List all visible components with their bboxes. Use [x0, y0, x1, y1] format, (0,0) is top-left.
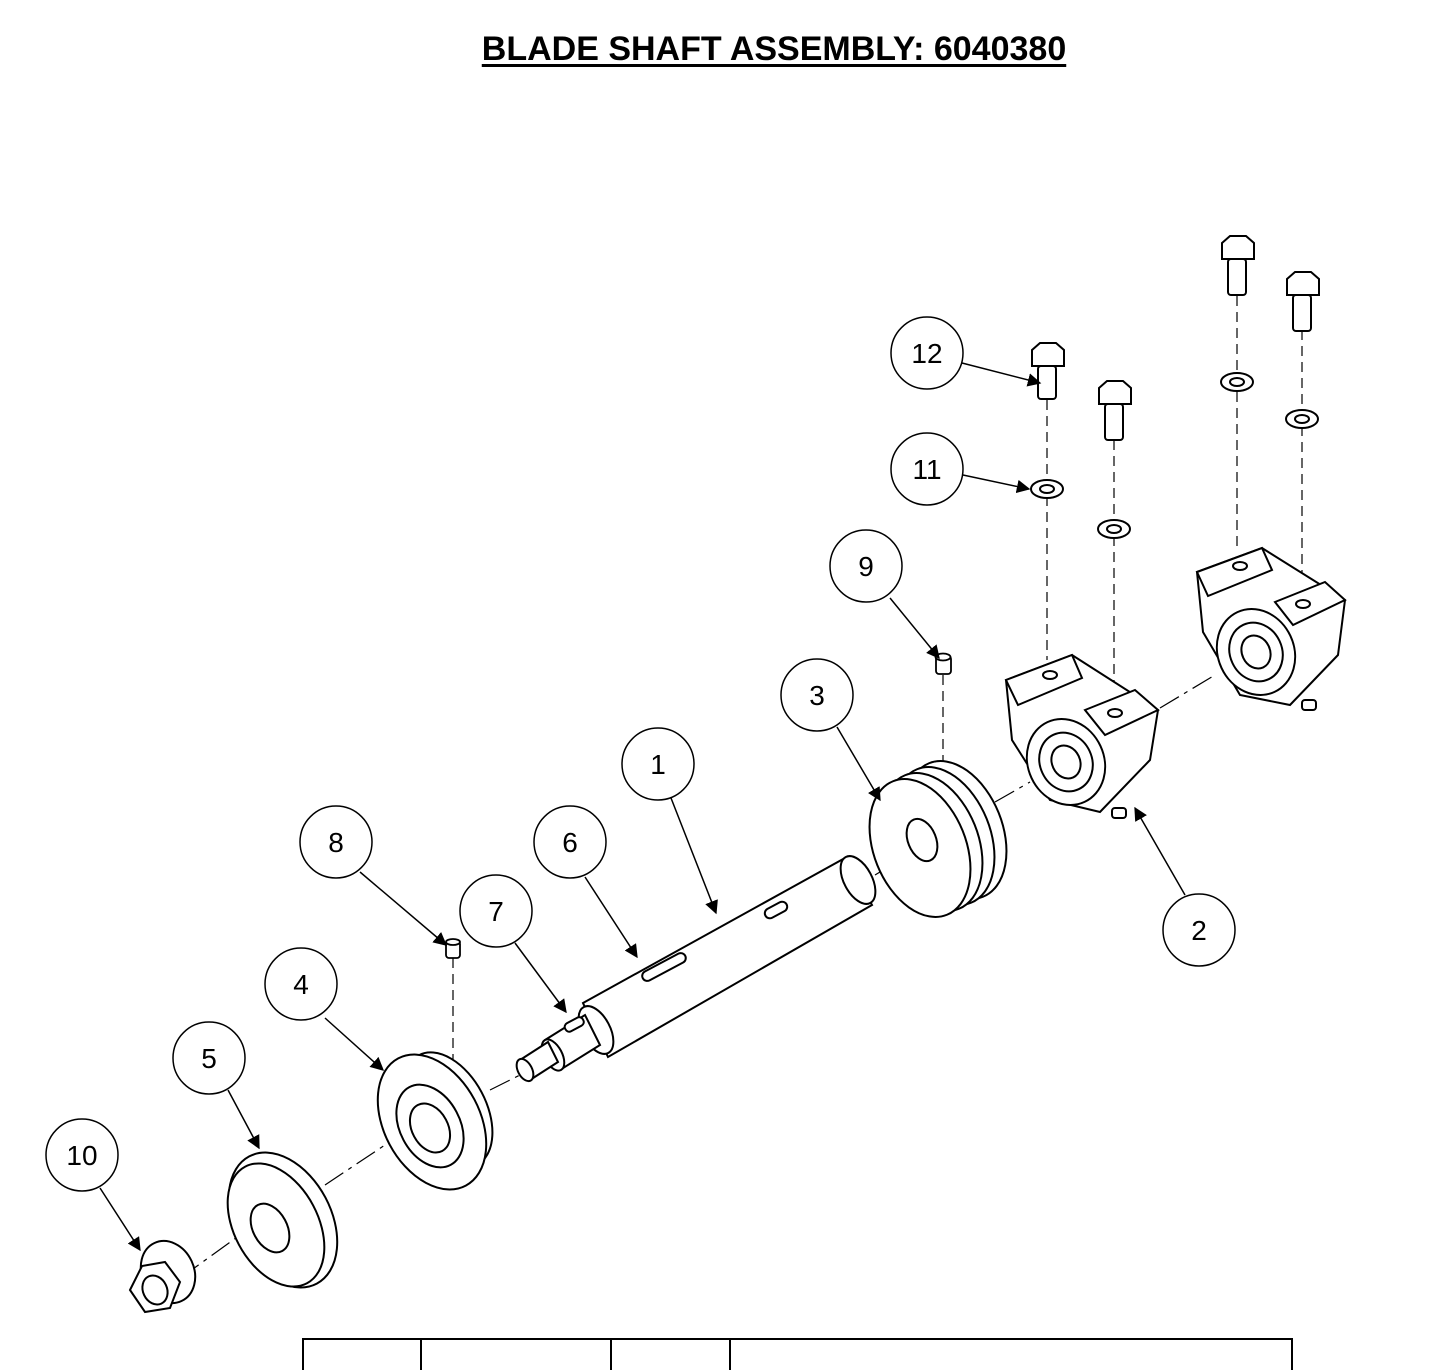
leader-9 — [889, 597, 940, 660]
callout-label: 7 — [488, 896, 504, 927]
callout-label: 4 — [293, 969, 309, 1000]
leader-8 — [359, 871, 448, 946]
leader-2 — [1134, 806, 1186, 896]
leader-10 — [99, 1187, 141, 1252]
callout-2: 2 — [1162, 893, 1236, 967]
leader-11 — [962, 474, 1031, 494]
leader-lines — [99, 362, 1186, 1252]
leader-3 — [836, 726, 881, 802]
part-2-bearing-front — [1004, 653, 1160, 819]
callout-6: 6 — [533, 805, 607, 879]
callout-9: 9 — [829, 529, 903, 603]
bolt — [1098, 380, 1132, 441]
part-12-hex-bolts — [1031, 235, 1320, 441]
part-8-set-screw — [445, 938, 461, 959]
part-1-blade-shaft — [515, 855, 877, 1083]
callout-4: 4 — [264, 947, 338, 1021]
callout-label: 3 — [809, 680, 825, 711]
leader-5 — [227, 1089, 260, 1150]
callout-3: 3 — [780, 658, 854, 732]
callout-8: 8 — [299, 805, 373, 879]
part-2-bearing-rear — [1195, 546, 1347, 711]
leader-6 — [584, 876, 638, 959]
callout-label: 8 — [328, 827, 344, 858]
bolt — [1221, 235, 1255, 296]
callout-7: 7 — [459, 874, 533, 948]
callout-label: 12 — [911, 338, 942, 369]
leader-7 — [514, 942, 567, 1014]
parts-table-column — [731, 1340, 1291, 1370]
callout-label: 1 — [650, 749, 666, 780]
bolt — [1031, 342, 1065, 400]
part-3-large-pulley — [868, 760, 1008, 918]
bolt — [1286, 271, 1320, 332]
leader-12 — [961, 362, 1042, 387]
callout-label: 2 — [1191, 915, 1207, 946]
parts-table-column — [422, 1340, 612, 1370]
callout-label: 10 — [66, 1140, 97, 1171]
callout-label: 6 — [562, 827, 578, 858]
parts-table-column — [304, 1340, 422, 1370]
leader-1 — [670, 797, 718, 915]
callout-12: 12 — [890, 316, 964, 390]
callout-5: 5 — [172, 1021, 246, 1095]
callout-11: 11 — [890, 432, 964, 506]
parts-table-column — [612, 1340, 731, 1370]
part-5-washer-disc — [226, 1151, 339, 1289]
part-10-flange-nut — [128, 1239, 197, 1314]
callout-label: 5 — [201, 1043, 217, 1074]
callout-label: 11 — [912, 454, 941, 485]
callout-10: 10 — [45, 1118, 119, 1192]
part-4-small-pulley — [376, 1051, 494, 1191]
leader-4 — [324, 1017, 385, 1071]
bolt-guide-lines — [452, 296, 1303, 1075]
part-11-lock-washers — [1030, 372, 1319, 539]
page-title: BLADE SHAFT ASSEMBLY: 6040380 — [481, 30, 1067, 68]
callout-label: 9 — [858, 551, 874, 582]
callout-1: 1 — [621, 727, 695, 801]
